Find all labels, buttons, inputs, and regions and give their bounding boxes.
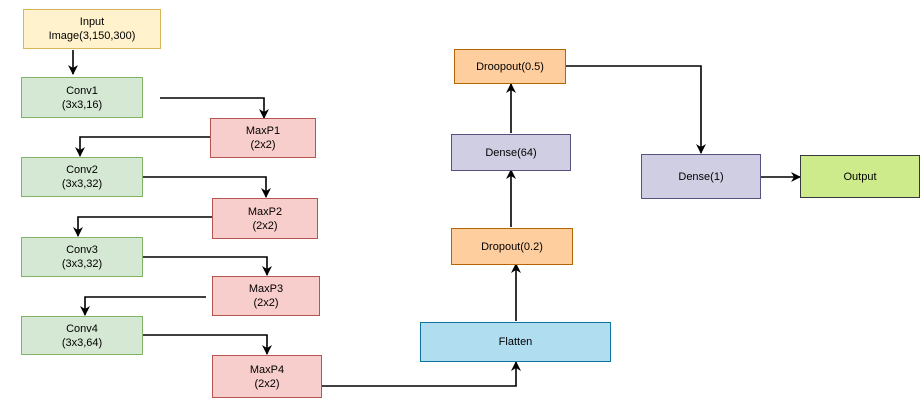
node-conv3: Conv3 (3x3,32) — [21, 237, 143, 277]
node-conv2-line1: Conv2 — [66, 164, 98, 176]
node-flatten-label: Flatten — [498, 336, 533, 348]
node-dense-1-label: Dense(1) — [678, 170, 724, 183]
node-maxp1-line2: (2x2) — [250, 139, 276, 151]
edge-maxp4-flatten — [322, 361, 521, 387]
edge-dropout2-dense1 — [566, 65, 706, 154]
node-dense-64: Dense(64) — [451, 134, 571, 171]
node-conv2: Conv2 (3x3,32) — [21, 157, 143, 197]
node-conv1-line1: Conv1 — [66, 84, 98, 97]
edge-conv2-maxp2 — [143, 176, 271, 198]
node-flatten: Flatten — [420, 322, 611, 362]
node-conv1: Conv1 (3x3,16) — [21, 77, 143, 118]
node-maxp2-line1: MaxP2 — [247, 205, 283, 218]
node-dropout-2-label: Droopout(0.5) — [476, 60, 544, 73]
node-dense-64-label: Dense(64) — [485, 146, 537, 159]
node-maxp2: MaxP2 (2x2) — [212, 198, 318, 239]
node-output-label: Output — [843, 170, 877, 183]
node-dropout-1-label: Dropout(0.2) — [481, 240, 543, 253]
node-conv3-line1: Conv3 — [66, 244, 98, 256]
node-input: Input Image(3,150,300) — [23, 9, 161, 49]
node-conv1-line2: (3x3,16) — [61, 98, 103, 111]
edge-conv3-maxp3 — [143, 256, 272, 276]
node-maxp3-line1: MaxP3 — [248, 283, 284, 295]
node-dropout-2: Droopout(0.5) — [454, 49, 566, 84]
node-maxp4-line1: MaxP4 — [249, 363, 285, 376]
edge-maxp3-conv4 — [80, 296, 206, 316]
node-dense-1: Dense(1) — [641, 154, 761, 199]
node-conv4-line1: Conv4 — [66, 322, 98, 335]
node-maxp4-line2: (2x2) — [254, 377, 280, 390]
node-maxp3-line2: (2x2) — [253, 297, 279, 309]
node-maxp3: MaxP3 (2x2) — [212, 276, 320, 316]
edge-conv1-maxp1 — [160, 97, 269, 119]
node-maxp1: MaxP1 (2x2) — [210, 118, 316, 158]
node-output: Output — [800, 155, 920, 198]
node-conv3-line2: (3x3,32) — [61, 258, 103, 270]
node-input-line2: Image(3,150,300) — [48, 30, 136, 42]
node-conv4: Conv4 (3x3,64) — [21, 316, 143, 355]
edge-conv4-maxp4 — [143, 334, 272, 355]
node-conv2-line2: (3x3,32) — [61, 178, 103, 190]
edge-maxp2-conv3 — [73, 216, 212, 237]
node-input-line1: Input — [79, 16, 105, 28]
node-maxp1-line1: MaxP1 — [245, 125, 281, 137]
node-maxp2-line2: (2x2) — [252, 219, 278, 232]
node-dropout-1: Dropout(0.2) — [451, 228, 573, 265]
node-conv4-line2: (3x3,64) — [61, 336, 103, 349]
edge-maxp1-conv2 — [75, 136, 210, 157]
node-maxp4: MaxP4 (2x2) — [212, 355, 322, 398]
